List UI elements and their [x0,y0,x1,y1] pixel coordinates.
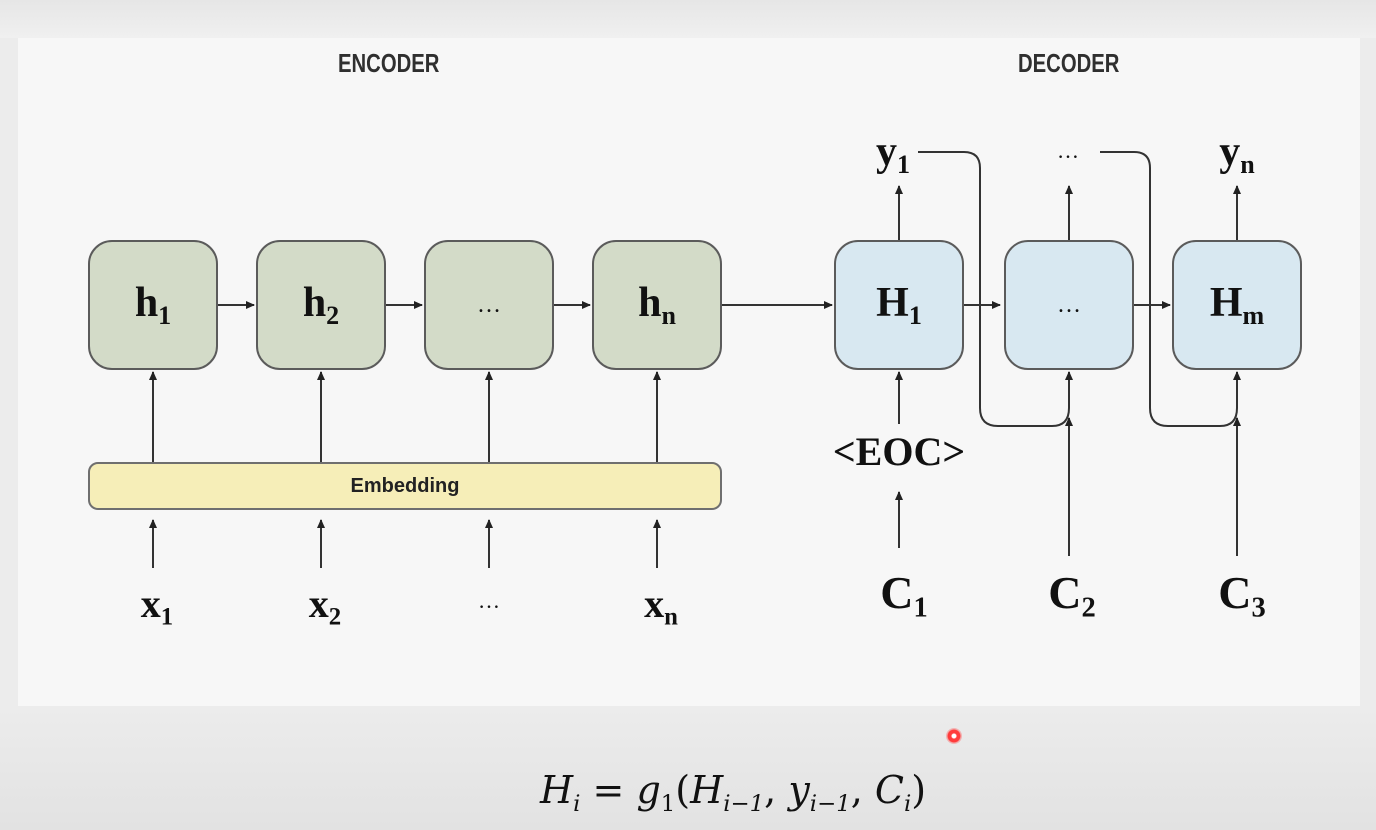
cell-label: h2 [302,280,340,330]
context-c1: C1 [880,567,928,624]
encoder-cell-h2: h2 [256,240,386,370]
feedback-y1 [918,151,1073,427]
start-token-eoc: <EOC> [832,429,966,474]
cell-label: Hm [1209,280,1265,330]
top-band [0,0,1376,38]
output-dots: … [1057,138,1079,163]
input-x2: x2 [308,581,342,631]
cell-label: H1 [876,280,922,330]
cell-label: … [1057,291,1081,318]
input-xn: xn [644,581,678,631]
cell-label: … [477,291,501,318]
encoder-cell-hn: hn [592,240,722,370]
cell-label: hn [638,280,676,330]
encoder-cell-dots: … [424,240,554,370]
decoder-title: DECODER [1018,48,1120,78]
input-x1: x1 [140,581,174,631]
decoder-cell-H1: H1 [834,240,964,370]
output-yn: yn [1219,129,1255,179]
cell-label: h1 [134,280,172,330]
recurrence-formula: Hi = g1(Hi−1, yi−1, Ci) [540,768,927,817]
decoder-cell-Hm: Hm [1172,240,1302,370]
output-y1: y1 [875,129,911,179]
slide-panel [18,38,1360,706]
pointer-cursor [946,728,962,744]
encoder-cell-h1: h1 [88,240,218,370]
input-dots: … [478,588,500,613]
encoder-title: ENCODER [338,48,440,78]
feedback-ydots [1100,151,1241,427]
bottom-band [0,706,1376,830]
context-c2: C2 [1048,567,1096,624]
embedding-layer: Embedding [88,462,722,510]
context-c3: C3 [1218,567,1266,624]
decoder-cell-dots: … [1004,240,1134,370]
